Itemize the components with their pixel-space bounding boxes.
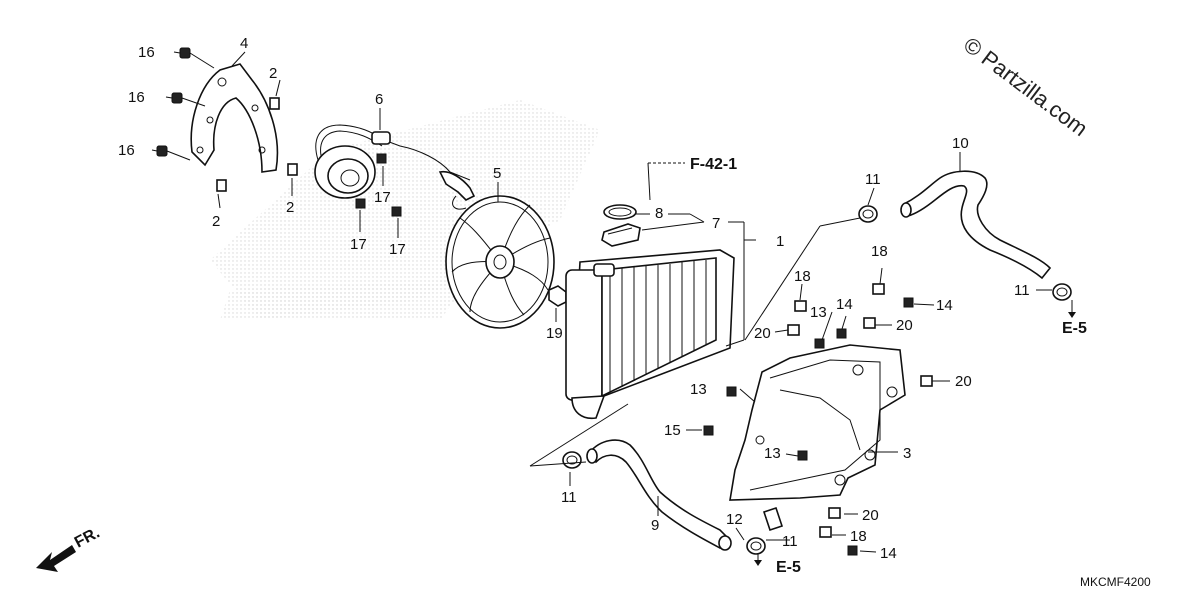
bolt-13-top bbox=[814, 338, 825, 349]
callout-18: 18 bbox=[850, 528, 867, 545]
callout-19: 19 bbox=[546, 325, 563, 342]
grommet-18-b bbox=[872, 283, 885, 295]
hose-clamp-11-lower-right bbox=[746, 537, 766, 555]
screw-17-c bbox=[391, 206, 402, 217]
callout-16: 16 bbox=[128, 89, 145, 106]
callout-13: 13 bbox=[810, 304, 827, 321]
callout-13: 13 bbox=[764, 445, 781, 462]
callout-11: 11 bbox=[1014, 282, 1030, 299]
callout-13: 13 bbox=[690, 381, 707, 398]
arrow-to-e5-lower bbox=[754, 554, 762, 566]
lower-hose-part-9 bbox=[586, 439, 732, 551]
leader-lines bbox=[151, 51, 1052, 553]
hose-clamp-11-upper-right bbox=[1052, 283, 1072, 301]
callout-2: 2 bbox=[286, 199, 294, 216]
o-ring-part-8 bbox=[603, 204, 637, 220]
callout-11: 11 bbox=[865, 171, 881, 188]
bolt-13-mid bbox=[797, 450, 808, 461]
fan-motor-part-6 bbox=[314, 124, 476, 210]
clip-20-b bbox=[863, 317, 876, 329]
clip-20-d bbox=[828, 507, 841, 519]
front-direction-arrow: FR. bbox=[36, 524, 103, 572]
callout-16: 16 bbox=[138, 44, 155, 61]
callout-6: 6 bbox=[375, 91, 383, 108]
reference-e-5-upper: E-5 bbox=[1062, 320, 1087, 337]
partzilla-watermark: © Partzilla.com bbox=[959, 32, 1092, 141]
diagram-code: MKCMF4200 bbox=[1080, 575, 1151, 589]
bolt-14-b bbox=[903, 297, 914, 308]
callout-12: 12 bbox=[726, 511, 743, 528]
callout-16: 16 bbox=[118, 142, 135, 159]
reference-f-42-1: F-42-1 bbox=[690, 156, 737, 173]
callout-1: 1 bbox=[776, 233, 784, 250]
callout-10: 10 bbox=[952, 135, 969, 152]
radiator-shroud-part-3 bbox=[729, 344, 906, 501]
bolt-14-a bbox=[836, 328, 847, 339]
nut-2-b bbox=[216, 179, 227, 192]
screw-17-b bbox=[355, 198, 366, 209]
callout-11: 11 bbox=[782, 533, 798, 550]
callout-18: 18 bbox=[871, 243, 888, 260]
callout-2: 2 bbox=[212, 213, 220, 230]
callout-20: 20 bbox=[896, 317, 913, 334]
callout-14: 14 bbox=[880, 545, 897, 562]
callout-11: 11 bbox=[561, 489, 577, 506]
callout-numbers: 1 2 2 2 3 4 5 6 7 8 9 10 11 11 11 11 12 … bbox=[118, 35, 1030, 562]
callout-20: 20 bbox=[754, 325, 771, 342]
callout-17: 17 bbox=[350, 236, 367, 253]
clip-20-a bbox=[787, 324, 800, 336]
fan-bracket-part-4 bbox=[190, 63, 279, 173]
grommet-18-c bbox=[819, 526, 832, 538]
background-watermark-pattern bbox=[210, 100, 600, 320]
callout-5: 5 bbox=[493, 165, 501, 182]
bolt-15 bbox=[703, 425, 714, 436]
arrow-to-e5-upper bbox=[1068, 300, 1076, 318]
radiator-part-1 bbox=[565, 249, 735, 420]
bolt-16-bottom bbox=[156, 145, 191, 161]
callout-20: 20 bbox=[862, 507, 879, 524]
front-label: FR. bbox=[72, 524, 103, 551]
clip-20-c bbox=[920, 375, 933, 387]
bolt-13-left bbox=[726, 386, 737, 397]
callout-18: 18 bbox=[794, 268, 811, 285]
callout-2: 2 bbox=[269, 65, 277, 82]
bolt-16-top bbox=[179, 47, 215, 69]
callout-20: 20 bbox=[955, 373, 972, 390]
callout-8: 8 bbox=[655, 205, 663, 222]
radiator-cap-part-7 bbox=[601, 223, 641, 247]
callout-14: 14 bbox=[836, 296, 853, 313]
nut-2-c bbox=[287, 163, 298, 176]
nut-2-a bbox=[269, 97, 280, 110]
grommet-18-a bbox=[794, 300, 807, 312]
reference-e-5-lower: E-5 bbox=[776, 559, 801, 576]
callout-17: 17 bbox=[389, 241, 406, 258]
callout-3: 3 bbox=[903, 445, 911, 462]
callout-7: 7 bbox=[712, 215, 720, 232]
cooling-fan-part-5 bbox=[445, 195, 555, 329]
callout-4: 4 bbox=[240, 35, 248, 52]
bolt-14-c bbox=[847, 545, 858, 556]
callout-14: 14 bbox=[936, 297, 953, 314]
screw-17-a bbox=[376, 153, 387, 164]
callout-9: 9 bbox=[651, 517, 659, 534]
nut-19 bbox=[548, 285, 567, 307]
callout-15: 15 bbox=[664, 422, 681, 439]
upper-hose-part-10 bbox=[900, 170, 1052, 280]
spacer-12 bbox=[762, 506, 784, 532]
callout-17: 17 bbox=[374, 189, 391, 206]
hose-clamp-11-lower-left bbox=[562, 451, 582, 469]
hose-clamp-11-upper-left bbox=[858, 205, 878, 223]
